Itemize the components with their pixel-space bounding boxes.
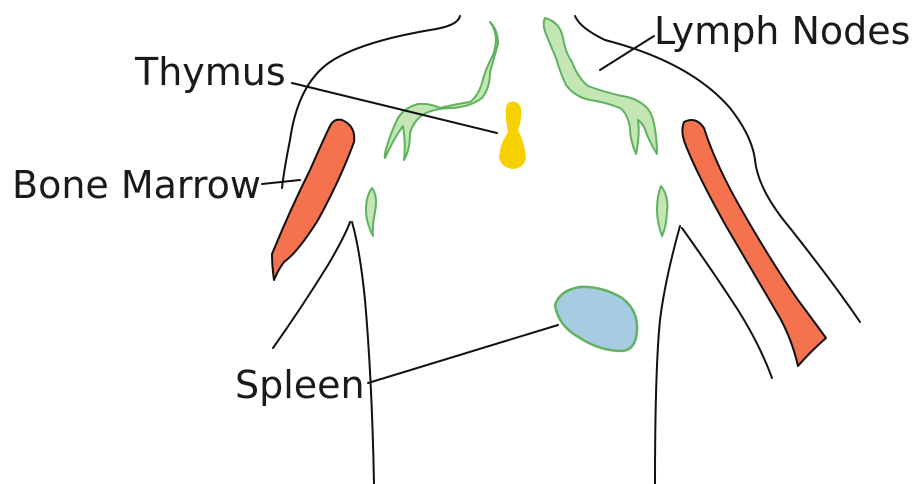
lymph-node-left-neck [385, 22, 498, 160]
lymph-nodes-label: Lymph Nodes [654, 9, 910, 53]
lymph-node-right-axilla [657, 186, 667, 236]
spleen-leader [368, 325, 558, 383]
bone-marrow-leader [262, 180, 300, 184]
left-torso-line [352, 222, 374, 484]
lymph-node-left-axilla [366, 188, 376, 236]
thymus-label: Thymus [134, 50, 286, 94]
spleen-label: Spleen [235, 363, 365, 407]
right-torso-line [655, 226, 680, 484]
bone-marrow-label: Bone Marrow [12, 163, 261, 207]
thymus-organ [499, 102, 526, 169]
spleen-organ [555, 287, 637, 351]
bone-marrow-left-arm [272, 120, 354, 280]
